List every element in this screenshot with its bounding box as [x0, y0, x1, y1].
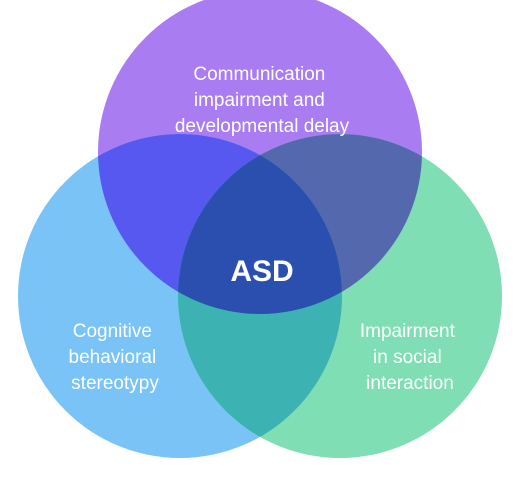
label-center-asd: ASD — [230, 255, 293, 288]
label-social: Impairment in social interaction — [360, 321, 460, 394]
label-communication: Communication impairment and development… — [175, 64, 350, 137]
label-cognitive: Cognitive behavioral stereotypy — [69, 321, 162, 394]
